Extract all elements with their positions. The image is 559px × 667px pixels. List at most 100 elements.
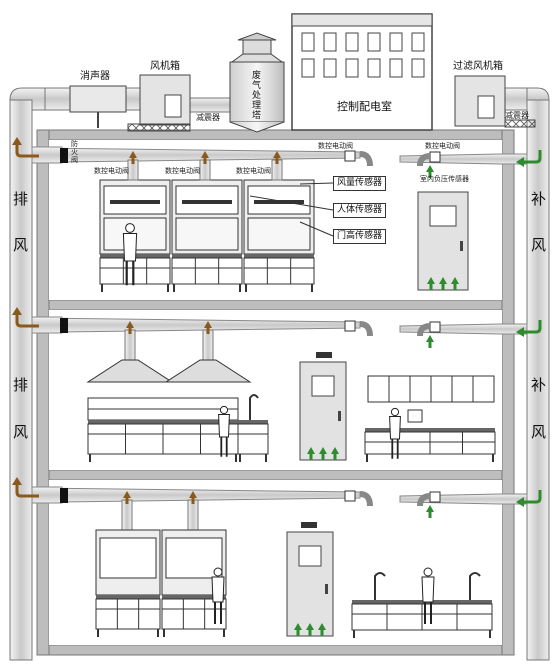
canopy-duct	[202, 329, 214, 361]
duct-elbow	[417, 323, 431, 337]
duct-elbow	[359, 491, 373, 507]
technician-person	[122, 223, 138, 286]
person-legs	[424, 602, 432, 624]
person-head	[219, 405, 229, 415]
canopy-hood	[164, 359, 252, 383]
hood-exhaust-arrow	[123, 491, 131, 504]
supply-air-arrow	[319, 447, 327, 460]
tower-label-2: 气	[252, 81, 262, 91]
supply-air-arrow	[451, 277, 459, 290]
fan-box-label: 风机箱	[150, 61, 180, 72]
person-body	[218, 414, 230, 438]
nc-valve-box	[429, 151, 441, 163]
nc-valve-box	[429, 321, 441, 333]
fume-hood-base-cabinet	[243, 254, 315, 292]
supply-label-mid-1: 补	[531, 376, 547, 394]
fire-damper-label-1: 防	[71, 140, 78, 148]
canopy-exhaust-arrow	[204, 321, 212, 334]
monitor	[407, 409, 423, 423]
cabinet-body	[237, 423, 269, 455]
person-body	[421, 576, 435, 603]
door-window	[298, 545, 322, 567]
roof-duct-to-tower	[189, 97, 236, 113]
duct-elbow	[359, 321, 373, 337]
supply-label-top-2: 风	[531, 236, 547, 254]
fume-hood-grille	[254, 200, 304, 204]
door-window	[311, 375, 335, 397]
vent-grille	[301, 522, 317, 528]
supply-diffuser-arrow	[426, 335, 434, 348]
person-legs	[214, 602, 222, 624]
exhaust-label-mid-2: 风	[13, 423, 29, 441]
duct-elbow	[417, 493, 431, 507]
exhaust-flow-arrowhead	[12, 137, 22, 145]
fan-box	[127, 74, 191, 132]
nc-valve-label-exhaust-main: 数控电动阀	[318, 142, 353, 150]
supply-air-arrow	[294, 623, 302, 636]
person-head	[213, 567, 223, 577]
person-body	[211, 576, 225, 603]
control-room-window	[301, 32, 315, 52]
muffler-label: 消声器	[80, 71, 110, 82]
fume-hood-sash	[165, 537, 223, 579]
body-sensor-leader	[249, 195, 334, 211]
nc-valve-box	[344, 490, 356, 502]
bench-top	[96, 595, 160, 599]
control-room-window	[301, 58, 315, 78]
fire-damper-label-2: 火	[71, 148, 78, 156]
seated-person	[218, 405, 230, 457]
fire-damper	[60, 148, 68, 163]
exhaust-label-mid-1: 排	[13, 376, 29, 394]
airflow-sensor-callout: 风量传感器	[333, 176, 387, 191]
control-room-window	[389, 58, 403, 78]
control-room-window	[345, 32, 359, 52]
supply-flow-arrow	[522, 320, 542, 334]
duct-elbow	[417, 153, 431, 167]
person-head	[390, 407, 400, 417]
faucet	[249, 394, 259, 420]
cabinet-body	[171, 257, 243, 285]
hood-exhaust-arrow	[273, 151, 281, 164]
hood-exhaust-arrow	[189, 491, 197, 504]
control-room-window	[411, 32, 425, 52]
tower-label-5: 塔	[252, 111, 262, 121]
person-head	[423, 567, 433, 577]
fume-hood-grille	[110, 200, 160, 204]
fire-damper	[60, 488, 68, 503]
body-sensor-callout: 人体传感器	[333, 203, 387, 218]
control-room-window	[411, 58, 425, 78]
fume-hood-base-cabinet	[171, 254, 243, 292]
supply-diffuser-arrow	[426, 505, 434, 518]
cabinet-body	[161, 598, 227, 630]
person-legs	[391, 439, 399, 459]
door	[417, 191, 469, 291]
sash-sensor-leader	[299, 221, 334, 237]
bench-top	[172, 254, 242, 258]
person-head	[125, 223, 135, 233]
canopy-duct	[124, 329, 136, 361]
supply-air-arrow	[306, 623, 314, 636]
door-handle	[325, 584, 328, 594]
muffler	[69, 85, 127, 128]
control-room-window	[323, 58, 337, 78]
bench-top	[365, 428, 495, 432]
filter-fan-box	[454, 75, 536, 128]
vent-grille	[316, 352, 332, 358]
fire-damper-label-3: 阀	[71, 156, 78, 164]
exhaust-flow-arrowhead	[12, 307, 22, 315]
waste-gas-tower	[229, 32, 285, 133]
duct-elbow	[359, 151, 373, 167]
control-room-building	[291, 13, 433, 131]
door-handle	[338, 411, 341, 421]
bench-top	[352, 600, 492, 604]
technician-person-right	[421, 567, 435, 624]
exhaust-label-top-1: 排	[13, 190, 29, 208]
exhaust-flow-arrow	[15, 484, 39, 498]
hood-exhaust-arrow	[201, 151, 209, 164]
supply-flow-arrowhead	[516, 327, 524, 337]
hood-exhaust-arrow	[129, 151, 137, 164]
nc-valve-label-hood3: 数控电动阀	[236, 167, 271, 175]
supply-air-arrow	[331, 447, 339, 460]
airflow-sensor-leader	[299, 182, 334, 185]
